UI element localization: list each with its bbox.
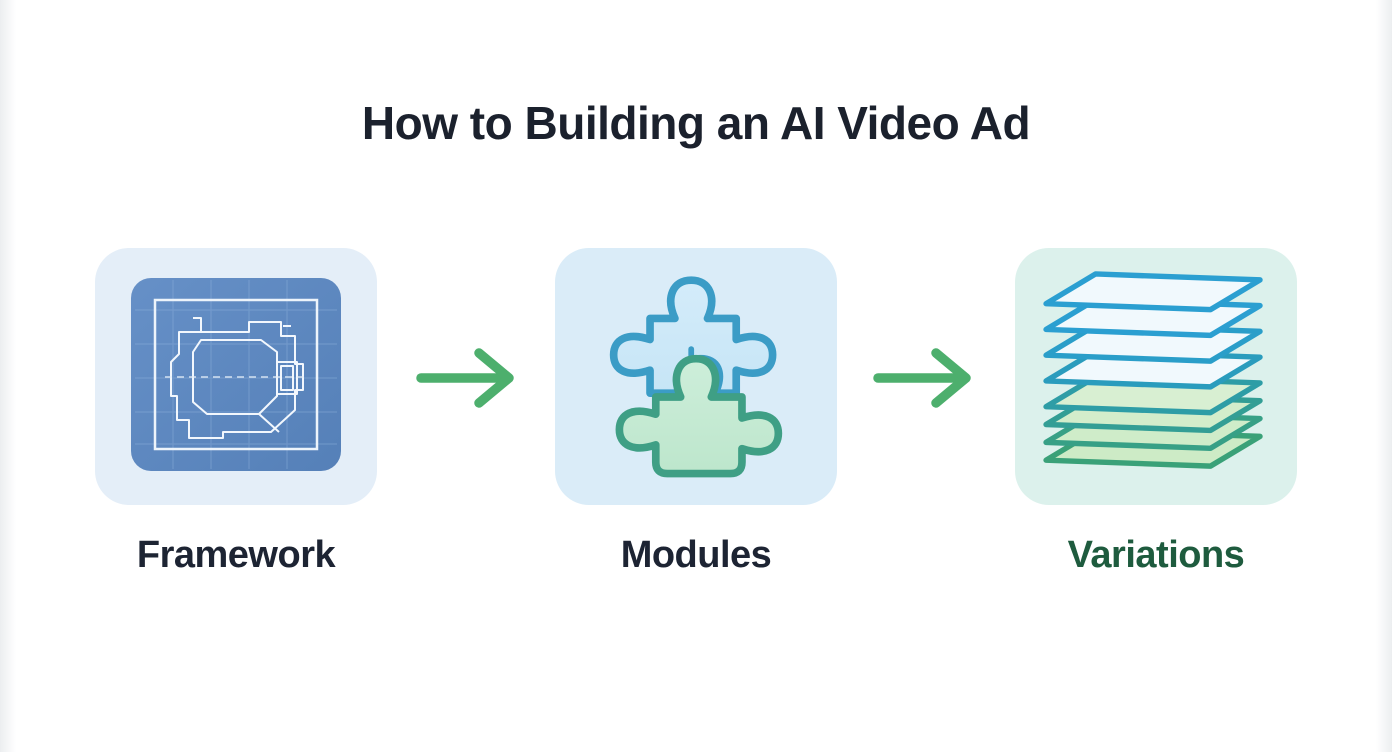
framework-card — [95, 248, 377, 505]
puzzle-icon — [590, 261, 802, 492]
variations-card — [1015, 248, 1297, 505]
arrow-right-icon — [415, 346, 527, 410]
step-framework: Framework — [95, 248, 377, 579]
modules-label: Modules — [620, 534, 772, 576]
step-variations: Variations — [1015, 248, 1297, 579]
step-modules: Modules — [555, 248, 837, 579]
modules-card — [555, 248, 837, 505]
layers-icon — [1032, 270, 1280, 483]
page-title: How to Building an AI Video Ad — [361, 97, 1031, 149]
variations-label: Variations — [1067, 534, 1245, 576]
process-flow: Framework — [95, 248, 1297, 579]
arrow-right-icon — [872, 346, 984, 410]
framework-label: Framework — [136, 534, 336, 576]
blueprint-icon — [131, 277, 341, 476]
